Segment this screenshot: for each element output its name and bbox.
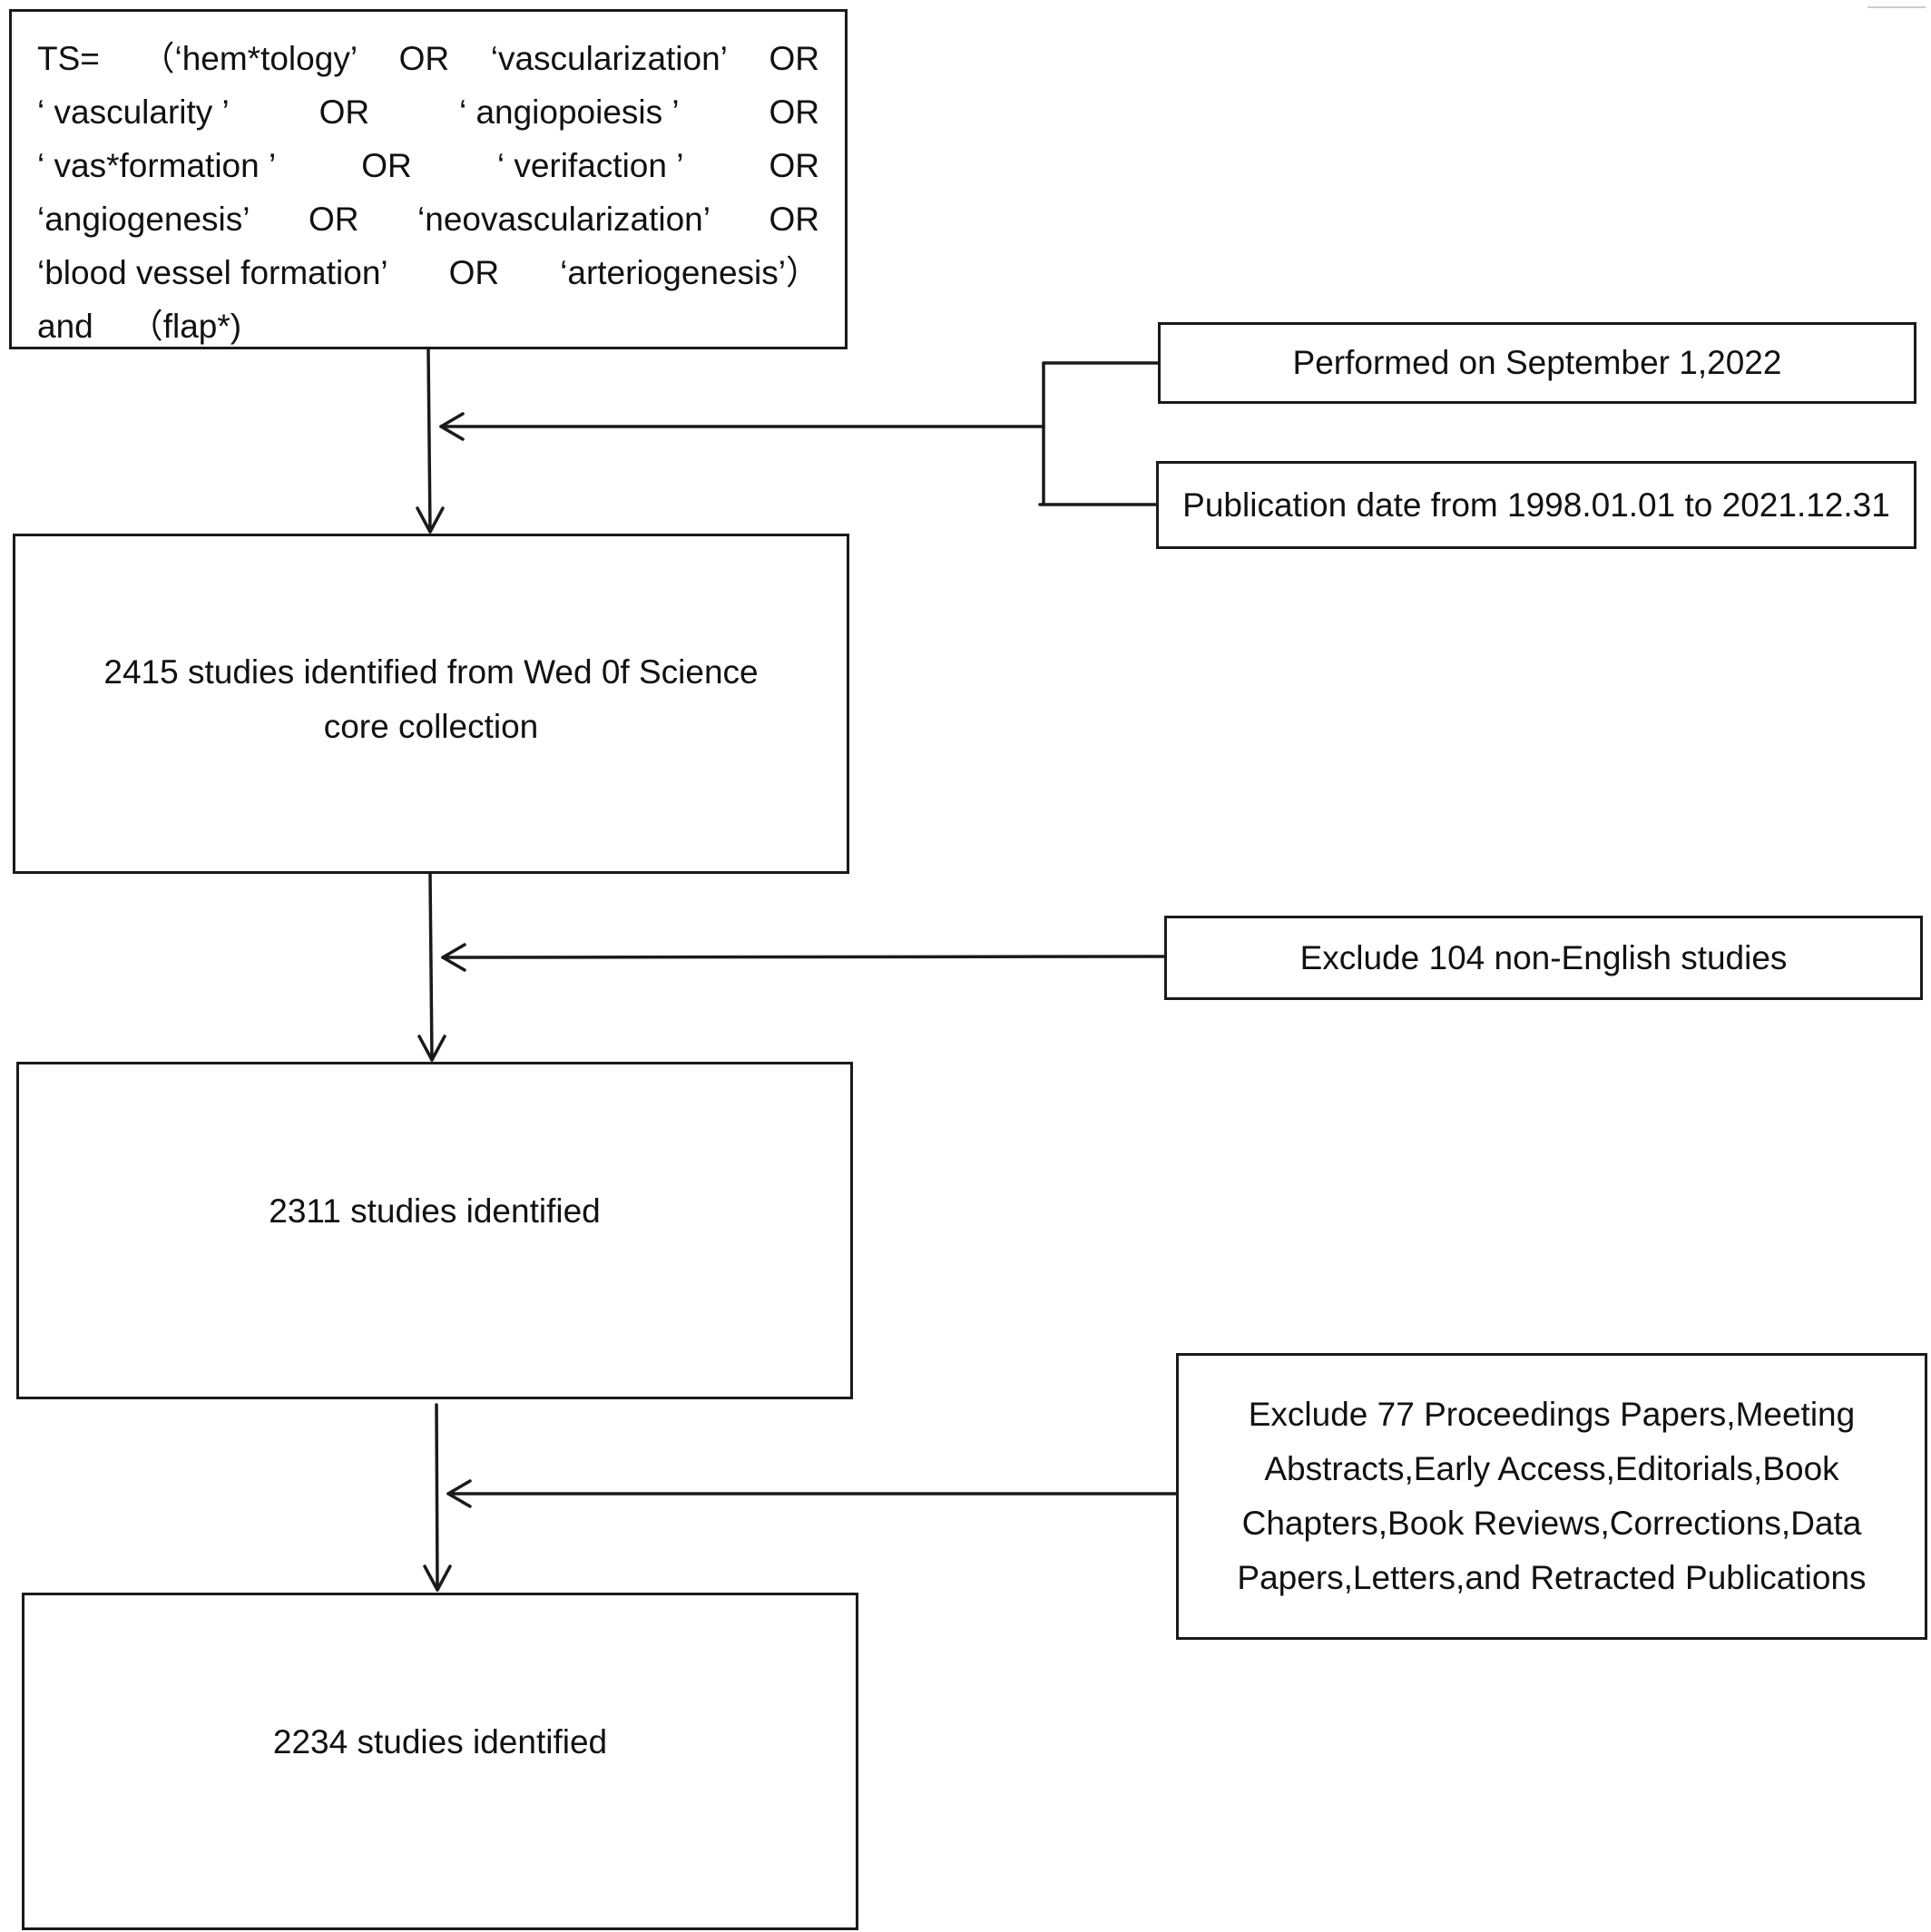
- exclude-77-label: Exclude 77 Proceedings Papers,Meeting Ab…: [1237, 1396, 1867, 1596]
- query-token: （flap*): [129, 308, 242, 345]
- query-line-5: ‘blood vessel formation’ OR ‘arteriogene…: [37, 246, 819, 299]
- box-2311-label: 2311 studies identified: [269, 1192, 601, 1230]
- query-token: OR: [448, 254, 500, 291]
- query-token: ‘ vas*formation ’: [37, 147, 277, 184]
- query-token: OR: [769, 40, 820, 77]
- box-performed-date: Performed on September 1,2022: [1158, 322, 1916, 404]
- exclude-104-label: Exclude 104 non-English studies: [1299, 938, 1788, 976]
- query-token: OR: [319, 93, 370, 131]
- query-token: ‘arteriogenesis’）: [560, 254, 819, 291]
- query-line-2: ‘ vascularity ’ OR ‘ angiopoiesis ’ OR: [37, 85, 819, 139]
- box-2311-studies: 2311 studies identified: [16, 1062, 853, 1399]
- box-2415-label: 2415 studies identified from Wed 0f Scie…: [103, 652, 759, 745]
- box-2415-studies: 2415 studies identified from Wed 0f Scie…: [13, 534, 849, 874]
- query-line-3: ‘ vas*formation ’ OR ‘ verifaction ’ OR: [37, 139, 819, 192]
- publication-date-label: Publication date from 1998.01.01 to 2021…: [1182, 485, 1890, 524]
- query-token: ‘vascularization’: [490, 40, 728, 77]
- query-token: ‘ vascularity ’: [37, 93, 230, 131]
- arrowhead-2311: [417, 1035, 446, 1062]
- arrow-2415-to-2311: [428, 872, 434, 1062]
- performed-label: Performed on September 1,2022: [1292, 344, 1782, 381]
- query-token: OR: [309, 201, 359, 238]
- arrowhead-exclude77: [446, 1479, 472, 1508]
- query-token: ‘ verifaction ’: [496, 147, 684, 184]
- query-line-1: TS= （‘hem*tology’ OR ‘vascularization’ O…: [37, 32, 819, 85]
- query-token: and: [37, 308, 93, 345]
- query-token: OR: [769, 201, 819, 238]
- box-exclude-104: Exclude 104 non-English studies: [1164, 916, 1923, 1000]
- arrow-2311-to-2234: [435, 1403, 439, 1592]
- query-token: ‘neovascularization’: [417, 201, 711, 238]
- query-token: OR: [361, 147, 412, 184]
- arrowhead-2234: [423, 1564, 452, 1592]
- query-token: ‘angiogenesis’: [37, 201, 250, 238]
- box-2234-studies: 2234 studies identified: [22, 1593, 858, 1930]
- query-token: ‘ angiopoiesis ’: [458, 93, 680, 131]
- query-line-4: ‘angiogenesis’ OR ‘neovascularization’ O…: [37, 192, 819, 246]
- query-token: OR: [398, 40, 450, 77]
- arrowhead-side-1: [439, 412, 465, 441]
- query-token: （‘hem*tology’: [141, 40, 358, 77]
- arrowhead-exclude104: [441, 943, 466, 972]
- arrowhead-2415: [416, 506, 445, 534]
- query-line-6: and （flap*): [37, 299, 819, 347]
- query-token: OR: [769, 93, 819, 131]
- box-publication-date: Publication date from 1998.01.01 to 2021…: [1156, 461, 1916, 549]
- box-exclude-77: Exclude 77 Proceedings Papers,Meeting Ab…: [1176, 1353, 1927, 1640]
- arrow-exclude104: [441, 955, 1166, 959]
- search-query-box: TS= （‘hem*tology’ OR ‘vascularization’ O…: [9, 9, 848, 349]
- arrow-query-to-2415: [426, 348, 432, 534]
- box-2234-label: 2234 studies identified: [272, 1723, 608, 1760]
- query-token: OR: [769, 147, 820, 184]
- query-token: ‘blood vessel formation’: [37, 254, 388, 291]
- query-token: TS=: [37, 40, 100, 77]
